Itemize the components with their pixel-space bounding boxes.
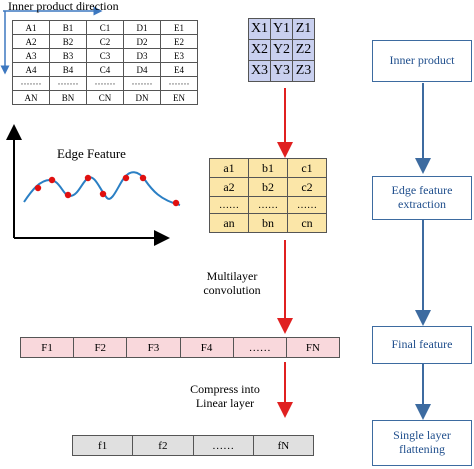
table-row: AN BN CN DN EN [12,90,198,105]
table-cell: Z3 [292,60,315,82]
compress-label: Compress into Linear layer [190,382,260,411]
flattened-cell: …… [194,436,254,455]
table-row: A1 B1 C1 D1 E1 [12,20,198,35]
feature-cell: FN [305,341,320,354]
table-row: …… …… …… [209,196,327,214]
flattened-cell: fN [277,439,290,452]
table-cell: B1 [49,20,87,35]
table-cell: EN [160,90,198,105]
stage-final-feature: Final feature [372,326,472,364]
flattened-cell: f1 [73,436,134,455]
table-cell: E2 [160,34,198,49]
table-cell: a2 [209,177,249,197]
multilayer-convolution-label: Multilayer convolution [203,269,261,298]
table-cell: an [209,213,249,233]
data-matrix: A1 B1 C1 D1 E1 A2 B2 C2 D2 E2 A3 B3 C3 D… [12,20,198,105]
table-cell: A3 [12,48,50,63]
table-cell: ······· [49,76,87,91]
final-feature-row: F1 F2 F3 F4 …… FN [20,337,340,358]
table-cell: c1 [287,158,327,178]
table-cell: Y3 [270,60,293,82]
table-cell: C2 [86,34,124,49]
table-cell: X3 [248,60,271,82]
table-row: A4 B4 C4 D4 E4 [12,62,198,77]
table-row: a1 b1 c1 [209,158,327,178]
table-cell: C3 [86,48,124,63]
edge-feature-label: Edge Feature [57,146,126,161]
table-cell: Y2 [270,39,293,61]
feature-cell: F2 [74,338,128,357]
table-cell: a1 [209,158,249,178]
table-cell: Z2 [292,39,315,61]
table-cell: E4 [160,62,198,77]
wave-point [34,184,42,192]
table-cell: X2 [248,39,271,61]
table-cell: BN [49,90,87,105]
table-cell: b1 [248,158,288,178]
table-cell: B4 [49,62,87,77]
table-cell: A1 [12,20,50,35]
table-cell: b2 [248,177,288,197]
table-cell: A2 [12,34,50,49]
table-cell: AN [12,90,50,105]
table-cell: ······· [160,76,198,91]
table-row: X1 Y1 Z1 [248,18,315,40]
table-row: a2 b2 c2 [209,177,327,197]
table-cell: ······· [86,76,124,91]
table-row: an bn cn [209,213,327,233]
table-row: ······· ······· ······· ······· ······· [12,76,198,91]
feature-cell: F3 [127,338,181,357]
edge-feature-wave [23,171,181,206]
stage-inner-product: Inner product [372,40,472,82]
table-cell: DN [123,90,161,105]
table-cell: cn [287,213,327,233]
table-cell: ······· [12,76,50,91]
table-cell: …… [209,196,249,214]
stage-single-layer-flattening: Single layer flattening [372,420,472,466]
wave-point [48,176,56,184]
feature-cell: …… [234,338,287,357]
table-cell: CN [86,90,124,105]
table-row: A2 B2 C2 D2 E2 [12,34,198,49]
xyz-matrix: X1 Y1 Z1 X2 Y2 Z2 X3 Y3 Z3 [248,18,315,82]
table-cell: Y1 [270,18,293,40]
table-row: X3 Y3 Z3 [248,60,315,82]
table-row: A3 B3 C3 D3 E3 [12,48,198,63]
table-cell: E1 [160,20,198,35]
wave-point [139,174,147,182]
table-cell: C4 [86,62,124,77]
wave-point [122,174,130,182]
table-cell: B3 [49,48,87,63]
flattened-cell: f2 [133,436,194,455]
wave-point [64,191,72,199]
table-row: X2 Y2 Z2 [248,39,315,61]
table-cell: D1 [123,20,161,35]
wave-point [172,199,180,207]
table-cell: D4 [123,62,161,77]
wave-point [99,190,107,198]
table-cell: …… [287,196,327,214]
inner-product-direction-label: Inner product direction [8,0,119,13]
single-layer-row: f1 f2 …… fN [72,435,314,456]
table-cell: D3 [123,48,161,63]
table-cell: A4 [12,62,50,77]
table-cell: C1 [86,20,124,35]
edge-feature-table: a1 b1 c1 a2 b2 c2 …… …… …… an bn cn [209,158,327,233]
table-cell: X1 [248,18,271,40]
table-cell: B2 [49,34,87,49]
table-cell: bn [248,213,288,233]
wave-points [34,174,180,207]
table-cell: c2 [287,177,327,197]
stage-edge-feature-extraction: Edge feature extraction [372,176,472,220]
table-cell: …… [248,196,288,214]
table-cell: Z1 [292,18,315,40]
wave-point [84,174,92,182]
feature-cell: F4 [181,338,234,357]
feature-cell: F1 [21,338,75,357]
table-cell: D2 [123,34,161,49]
table-cell: ······· [123,76,161,91]
table-cell: E3 [160,48,198,63]
